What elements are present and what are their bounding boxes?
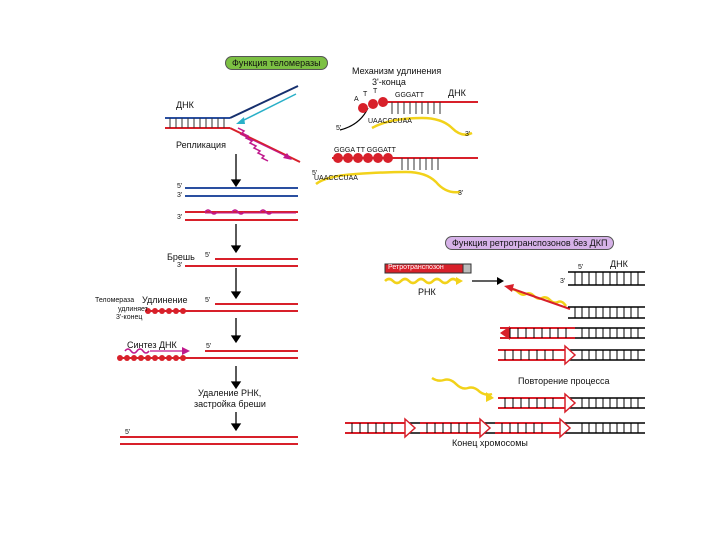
mech-seq-bottom-2: UAACCCUAA [314, 175, 358, 182]
extension-label: Удлинение [142, 295, 188, 305]
retrotransposon-function-pill: Функция ретротранспозонов без ДКП [445, 236, 615, 250]
label-5-gap: 5' [205, 252, 211, 259]
mech-seq-top-2: GGGA TT GGGATT [334, 147, 396, 154]
rna-removal-label: Удаление РНК, [198, 388, 262, 398]
telomerase-extension [145, 303, 298, 314]
repeat-label: Повторение процесса [518, 376, 610, 386]
final-strands [120, 436, 298, 445]
retro-block [384, 263, 504, 285]
mechanism-title-2: 3'-конца [372, 77, 406, 87]
mech-5-a: 5' [336, 125, 342, 132]
mech-seq-top-1: GGGATT [395, 92, 425, 99]
mech-3-b: 3' [458, 190, 464, 197]
chromosome-end-label: Конец хромосомы [452, 438, 528, 448]
label-5-final: 5' [125, 429, 131, 436]
gap-label: Брешь [167, 252, 195, 262]
chromosome-ladders [345, 271, 645, 439]
mech-a: A [354, 96, 359, 103]
dna-synthesis-label: Синтез ДНК [127, 340, 177, 350]
mechanism-top [339, 97, 478, 136]
mech-seq-bottom-1: UAACCCUAA [368, 118, 412, 125]
label-3-b: 3' [177, 214, 183, 221]
retrotransposon-label: Ретротранспозон [388, 264, 444, 271]
label-5-syn: 5' [206, 343, 212, 350]
synthesis-strands [117, 347, 298, 361]
extends-label: удлиняет [118, 306, 148, 313]
rna-label: РНК [418, 287, 436, 297]
right-5: 5' [578, 264, 584, 271]
mechanism-bottom [315, 153, 478, 194]
three-end-label: 3'-конец [116, 314, 143, 321]
right-3: 3' [560, 278, 566, 285]
telomerase-function-pill: Функция теломеразы [225, 56, 328, 70]
label-3-a: 3' [177, 192, 183, 199]
left-dna-label: ДНК [176, 100, 194, 110]
label-5-ext: 5' [205, 297, 211, 304]
replicated-strands [185, 187, 298, 221]
mechanism-dna-label: ДНК [448, 88, 466, 98]
mech-t1: T [363, 91, 368, 98]
label-3-gap: 3' [177, 262, 183, 269]
right-dna-label: ДНК [610, 259, 628, 269]
mech-3-a: 3' [465, 131, 471, 138]
replication-label: Репликация [176, 140, 226, 150]
mech-t2: T [373, 88, 378, 95]
label-5-a: 5' [177, 183, 183, 190]
mechanism-title-1: Механизм удлинения [352, 66, 442, 76]
gap-strands [185, 258, 298, 267]
dna-fork [165, 85, 301, 163]
step-arrows [230, 154, 242, 432]
mech-5-b: 5' [312, 170, 318, 177]
telomerase-small-label: Теломераза [95, 297, 135, 304]
gap-fill-label: застройка бреши [194, 399, 266, 409]
